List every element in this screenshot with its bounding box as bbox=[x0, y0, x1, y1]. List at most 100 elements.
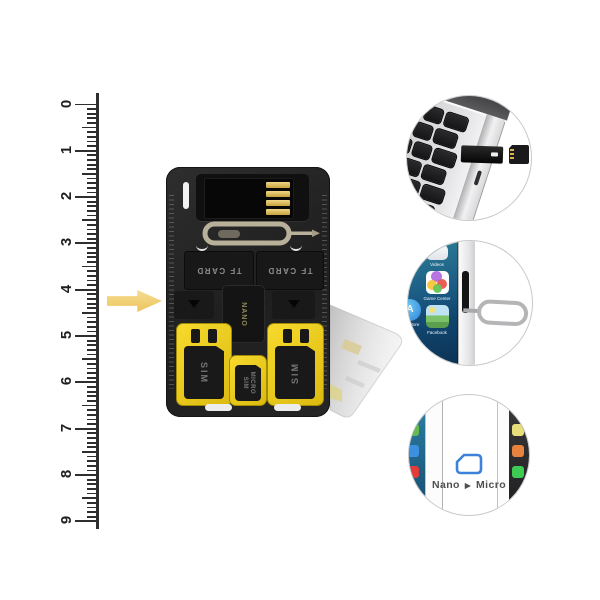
nano-to-micro-caption: Nano ▶ Micro bbox=[409, 479, 529, 491]
ruler-tick bbox=[87, 307, 96, 310]
ruler-tick bbox=[82, 404, 96, 407]
ruler-tick bbox=[87, 247, 96, 249]
ruler-tick bbox=[75, 427, 96, 430]
ruler-tick bbox=[87, 316, 96, 319]
ruler-tick bbox=[87, 205, 96, 208]
usb-gold-contacts bbox=[266, 182, 290, 215]
standard-sim-adapter-right: SIM bbox=[267, 323, 324, 406]
ruler-number: 1 bbox=[58, 145, 75, 154]
eject-pin-in-phone bbox=[463, 299, 529, 327]
usb-recess bbox=[196, 174, 309, 221]
ruler-tick bbox=[82, 265, 96, 268]
ruler-number: 4 bbox=[58, 284, 75, 293]
photos-app-icon bbox=[426, 305, 449, 328]
ruler-tick bbox=[87, 353, 96, 356]
mini-app-icon bbox=[512, 403, 524, 415]
usb-flash-drive bbox=[204, 178, 294, 219]
ruler-tick bbox=[87, 469, 96, 472]
ruler-number: 6 bbox=[58, 377, 75, 386]
ruler-tick bbox=[87, 159, 96, 161]
game-center-app-label: Game Center bbox=[423, 296, 451, 301]
ruler-number: 5 bbox=[58, 330, 75, 340]
inset-laptop-usage bbox=[406, 95, 532, 221]
ruler-tick bbox=[87, 145, 96, 147]
adapter-notch bbox=[300, 329, 309, 343]
mold-hook bbox=[290, 243, 302, 251]
mini-app-icon bbox=[409, 445, 419, 457]
ruler-tick bbox=[87, 131, 96, 134]
keyboard-key bbox=[407, 98, 424, 118]
ruler-tick bbox=[82, 311, 96, 314]
nano-label: NANO bbox=[240, 301, 247, 327]
ruler-tick bbox=[87, 256, 96, 259]
keyboard-key bbox=[407, 115, 414, 135]
arrow-down-icon bbox=[287, 300, 300, 308]
mini-app-icon bbox=[512, 424, 524, 436]
keyboard-key bbox=[407, 194, 410, 213]
caption-nano: Nano bbox=[431, 479, 460, 491]
ruler-tick bbox=[87, 233, 96, 236]
ruler-number: 3 bbox=[58, 238, 75, 247]
ruler-tick bbox=[87, 464, 96, 467]
ruler-tick bbox=[87, 135, 96, 138]
usb-port bbox=[473, 170, 483, 186]
ruler-tick bbox=[82, 126, 96, 129]
ruler-number: 7 bbox=[58, 423, 75, 432]
ruler-tick bbox=[87, 154, 96, 157]
ruler-tick bbox=[87, 455, 96, 458]
game-center-app-icon bbox=[426, 271, 449, 294]
ruler-tick bbox=[82, 450, 96, 453]
ruler-tick bbox=[87, 372, 96, 375]
ruler-tick bbox=[87, 376, 96, 379]
ruler-tick bbox=[87, 367, 96, 370]
usb-card-reader bbox=[460, 145, 504, 164]
ruler-tick bbox=[87, 186, 96, 189]
ruler-tick bbox=[82, 172, 96, 175]
ruler-tick bbox=[87, 437, 96, 439]
ruler-tick bbox=[75, 520, 96, 523]
sim-label: SIM bbox=[198, 361, 209, 384]
videos-app-icon bbox=[426, 245, 448, 260]
right-phone-screen bbox=[509, 395, 529, 515]
sim-label: SIM bbox=[289, 361, 300, 384]
ruler-tick bbox=[75, 335, 96, 337]
ruler-tick bbox=[82, 358, 96, 361]
adapter-notch bbox=[191, 329, 200, 343]
ruler-tick bbox=[87, 223, 96, 226]
ruler-tick bbox=[87, 400, 96, 402]
ruler-tick bbox=[87, 168, 96, 171]
mini-app-icon bbox=[512, 445, 524, 457]
ruler-tick bbox=[87, 325, 96, 328]
keyboard-key bbox=[407, 177, 421, 197]
ruler-tick bbox=[87, 506, 96, 509]
sim-adapter-card: TF CARD TF CARD NANO SIM MICRO SIM bbox=[166, 167, 330, 417]
ruler-tick bbox=[87, 330, 96, 333]
ruler-tick bbox=[87, 321, 96, 324]
keyboard-key bbox=[409, 200, 435, 220]
ruler-tick bbox=[87, 386, 96, 388]
ruler-tick bbox=[87, 182, 96, 185]
mold-hook bbox=[196, 243, 208, 251]
ruler-tick bbox=[87, 117, 96, 120]
tf-card-slot-left: TF CARD bbox=[184, 251, 254, 290]
caption-micro: Micro bbox=[476, 479, 507, 491]
ruler-tick bbox=[87, 460, 96, 463]
ruler-tick bbox=[87, 270, 96, 273]
card-edge-ruler-right bbox=[322, 195, 327, 389]
ruler-number: 2 bbox=[58, 191, 75, 201]
tf-card-label: TF CARD bbox=[267, 266, 313, 275]
ruler-tick bbox=[87, 349, 96, 351]
ruler-tick bbox=[87, 390, 96, 393]
microsd-gold-pins bbox=[510, 149, 514, 161]
adapter-slot-right bbox=[272, 291, 315, 319]
keyboard-key bbox=[407, 158, 422, 177]
ruler-tick bbox=[87, 293, 96, 296]
keyboard-key bbox=[419, 184, 446, 205]
ruler-tick bbox=[87, 501, 96, 504]
keyboard-key bbox=[432, 128, 459, 149]
sim-insert: SIM bbox=[275, 346, 315, 399]
ruler-tick bbox=[87, 191, 96, 194]
ruler-tick bbox=[87, 251, 96, 254]
app-store-app-label: Store bbox=[408, 322, 420, 327]
